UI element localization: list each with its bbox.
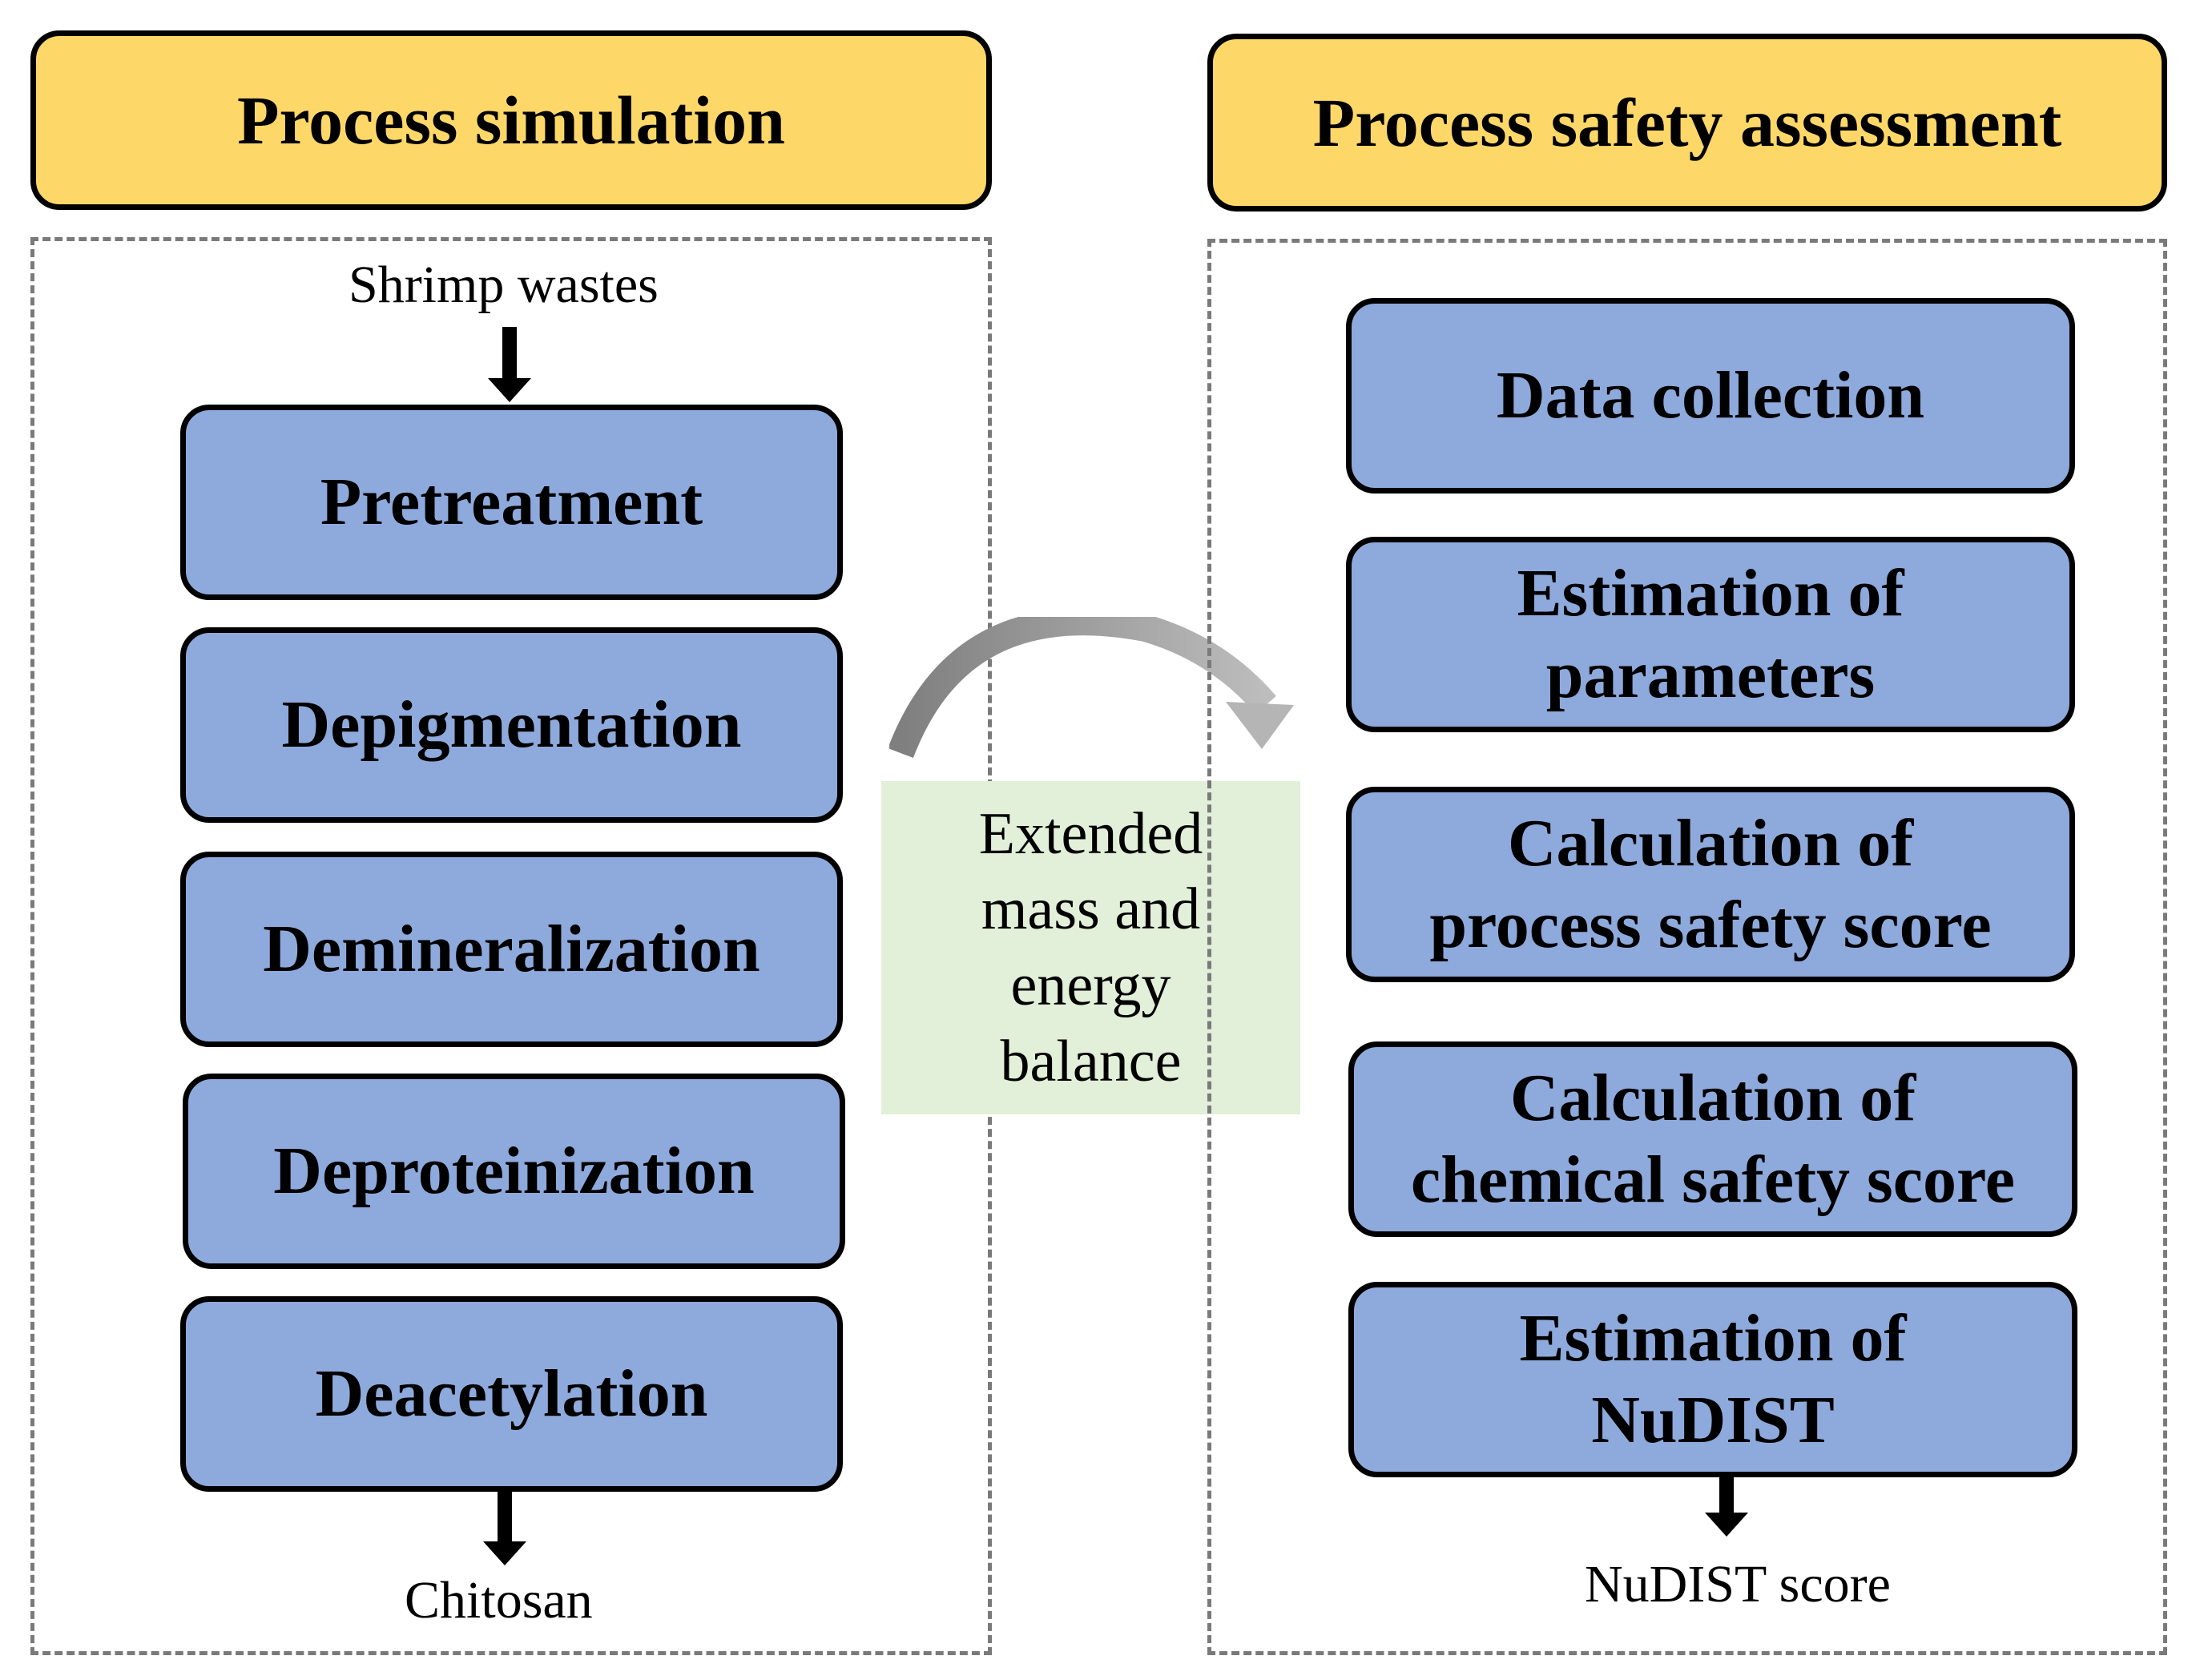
step-data-collection-line1: Data collection — [1496, 357, 1925, 433]
step-data-collection: Data collection — [1346, 298, 2075, 494]
step-demineralization: Demineralization — [180, 852, 843, 1047]
step-depigmentation-label: Depigmentation — [281, 687, 742, 762]
step-estimation-parameters: Estimation of parameters — [1346, 537, 2075, 732]
output-label: Chitosan — [405, 1571, 593, 1630]
extended-balance-box: Extended mass and energy balance — [881, 781, 1300, 1114]
step-estimation-nudist: Estimation of NuDIST — [1348, 1282, 2077, 1477]
step-deproteinization: Deproteinization — [183, 1074, 845, 1269]
balance-line-2: mass and — [981, 876, 1201, 943]
step-chemical-safety-score-line1: Calculation of — [1509, 1060, 1916, 1135]
step-deacetylation: Deacetylation — [180, 1296, 843, 1492]
nudist-score-label: NuDIST score — [1585, 1555, 1891, 1614]
balance-line-4: balance — [1000, 1028, 1182, 1094]
step-chemical-safety-score: Calculation of chemical safety score — [1348, 1041, 2077, 1237]
step-process-safety-score-line1: Calculation of — [1507, 805, 1914, 880]
step-demineralization-label: Demineralization — [263, 911, 760, 986]
step-pretreatment-label: Pretreatment — [320, 464, 703, 539]
input-label: Shrimp wastes — [349, 256, 659, 314]
step-chemical-safety-score-line2: chemical safety score — [1410, 1142, 2016, 1217]
step-estimation-nudist-line1: Estimation of — [1519, 1300, 1907, 1376]
step-deacetylation-label: Deacetylation — [315, 1356, 708, 1431]
step-estimation-parameters-line2: parameters — [1545, 638, 1876, 712]
step-depigmentation: Depigmentation — [180, 627, 843, 823]
balance-line-3: energy — [1010, 953, 1171, 1018]
process-simulation-header: Process simulation — [30, 30, 992, 210]
process-simulation-title: Process simulation — [236, 82, 785, 159]
process-safety-title: Process safety assessment — [1312, 84, 2062, 161]
process-safety-frame — [1207, 239, 2167, 1655]
balance-line-1: Extended — [978, 800, 1203, 867]
step-estimation-nudist-line2: NuDIST — [1591, 1383, 1835, 1457]
step-estimation-parameters-line1: Estimation of — [1517, 555, 1904, 631]
step-deproteinization-label: Deproteinization — [273, 1133, 755, 1208]
step-process-safety-score-line2: process safety score — [1429, 888, 1992, 962]
step-pretreatment: Pretreatment — [180, 405, 843, 600]
process-safety-header: Process safety assessment — [1207, 34, 2167, 212]
step-process-safety-score: Calculation of process safety score — [1346, 787, 2075, 982]
curved-arrow-icon — [889, 617, 1294, 759]
